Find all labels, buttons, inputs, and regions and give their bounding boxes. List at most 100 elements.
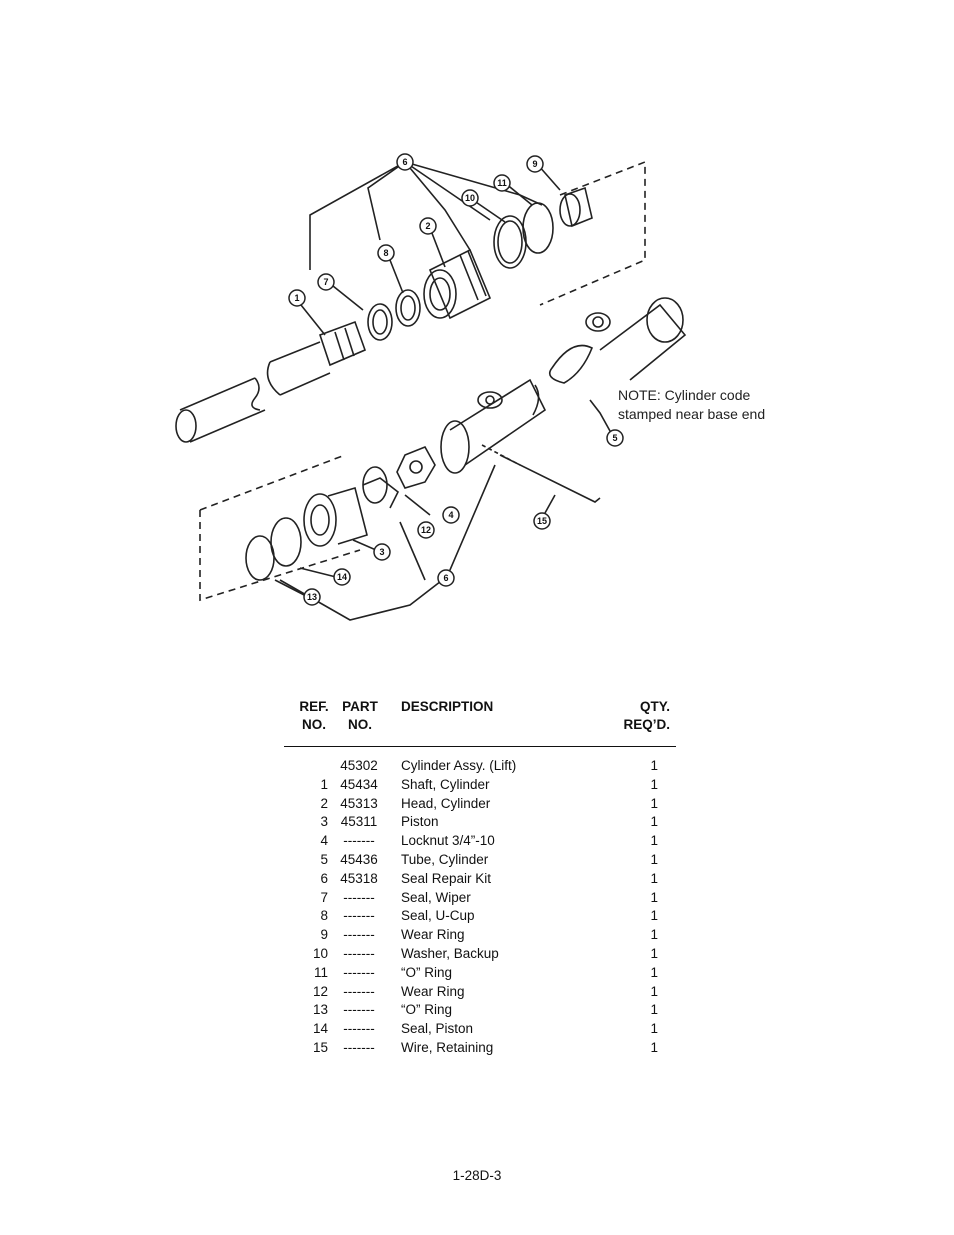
ref-cell: 6	[320, 870, 328, 886]
description-cell: Seal Repair Kit	[401, 870, 492, 886]
table-row: 12 ------- Wear Ring 1	[284, 983, 676, 1002]
callout-7: 7	[323, 277, 328, 287]
table-row: 4 ------- Locknut 3/4”-10 1	[284, 832, 676, 851]
qty-cell: 1	[650, 1039, 658, 1055]
qty-cell: 1	[650, 833, 658, 849]
ref-cell: 12	[312, 983, 328, 999]
callout-5: 5	[612, 433, 617, 443]
ref-cell: 9	[320, 927, 328, 943]
description-cell: Head, Cylinder	[401, 795, 491, 811]
header-qty-reqd: QTY.REQ’D.	[623, 699, 670, 732]
ref-cell: 10	[312, 945, 328, 961]
part-no-cell: 45434	[340, 776, 378, 792]
note-line-2: stamped near base end	[618, 406, 765, 422]
qty-cell: 1	[650, 945, 658, 961]
callout-11: 11	[497, 178, 507, 188]
callout-13: 13	[307, 592, 317, 602]
part-no-cell: -------	[343, 983, 375, 999]
callout-15: 15	[537, 516, 547, 526]
part-no-cell: -------	[343, 927, 375, 943]
description-cell: “O” Ring	[401, 1002, 453, 1018]
part-no-cell: -------	[343, 1039, 375, 1055]
table-row: 3 45311 Piston 1	[284, 813, 676, 832]
description-cell: Wear Ring	[401, 983, 465, 999]
part-no-cell: 45313	[340, 795, 378, 811]
qty-cell: 1	[650, 851, 658, 867]
part-no-cell: -------	[343, 833, 375, 849]
qty-cell: 1	[650, 795, 658, 811]
table-row: 6 45318 Seal Repair Kit 1	[284, 870, 676, 889]
ref-cell: 5	[320, 851, 328, 867]
callout-10: 10	[465, 193, 475, 203]
callout-labels: 1 2 3 4 5 6 7 8 9 10 11 12 13 14 15 6	[294, 157, 617, 602]
ref-cell: 4	[320, 833, 328, 849]
part-no-cell: 45311	[340, 814, 378, 830]
description-cell: Locknut 3/4”-10	[401, 833, 495, 849]
description-cell: Wire, Retaining	[401, 1039, 494, 1055]
note-line-1: NOTE: Cylinder code	[618, 387, 750, 403]
part-no-cell: -------	[343, 945, 375, 961]
ref-cell: 8	[320, 908, 328, 924]
ref-cell: 15	[312, 1039, 328, 1055]
callout-14: 14	[337, 572, 347, 582]
table-row: 5 45436 Tube, Cylinder 1	[284, 851, 676, 870]
description-cell: Seal, Piston	[401, 1021, 474, 1037]
table-row: 13 ------- “O” Ring 1	[284, 1001, 676, 1020]
description-cell: Seal, U-Cup	[401, 908, 475, 924]
callout-8: 8	[383, 248, 388, 258]
qty-cell: 1	[650, 776, 658, 792]
callout-9: 9	[532, 159, 537, 169]
description-cell: Washer, Backup	[401, 945, 499, 961]
part-no-cell: -------	[343, 908, 375, 924]
ref-cell: 3	[320, 814, 328, 830]
callout-6-top: 6	[402, 157, 407, 167]
cylinder-exploded-drawing: 1 2 3 4 5 6 7 8 9 10 11 12 13 14 15 6 NO…	[175, 153, 765, 621]
ref-cell: 7	[320, 889, 328, 905]
callout-12: 12	[421, 525, 431, 535]
qty-cell: 1	[650, 870, 658, 886]
part-no-cell: -------	[343, 1021, 375, 1037]
callout-3: 3	[379, 547, 384, 557]
part-no-cell: 45436	[340, 851, 378, 867]
qty-cell: 1	[650, 1021, 658, 1037]
qty-cell: 1	[650, 983, 658, 999]
description-cell: Shaft, Cylinder	[401, 776, 490, 792]
exploded-view-diagram: 1 2 3 4 5 6 7 8 9 10 11 12 13 14 15 6 NO…	[160, 110, 800, 640]
table-row: 7 ------- Seal, Wiper 1	[284, 889, 676, 908]
description-cell: Wear Ring	[401, 927, 465, 943]
description-cell: Piston	[401, 814, 439, 830]
header-description: DESCRIPTION	[401, 699, 494, 714]
ref-cell: 11	[313, 964, 328, 980]
table-row: 45302 Cylinder Assy. (Lift) 1	[284, 757, 676, 776]
description-cell: Tube, Cylinder	[401, 851, 489, 867]
part-no-cell: 45302	[340, 758, 378, 773]
callout-6-bottom: 6	[443, 573, 448, 583]
ref-cell: 14	[312, 1021, 328, 1037]
qty-cell: 1	[650, 889, 658, 905]
part-no-cell: -------	[343, 1002, 375, 1018]
header-ref-no: REF.NO.	[299, 699, 329, 732]
qty-cell: 1	[650, 908, 658, 924]
qty-cell: 1	[650, 758, 658, 773]
description-cell: Seal, Wiper	[401, 889, 471, 905]
description-cell: “O” Ring	[401, 964, 453, 980]
table-row: 14 ------- Seal, Piston 1	[284, 1020, 676, 1039]
table-row: 10 ------- Washer, Backup 1	[284, 945, 676, 964]
callout-1: 1	[294, 293, 299, 303]
qty-cell: 1	[650, 1002, 658, 1018]
qty-cell: 1	[650, 814, 658, 830]
part-no-cell: -------	[343, 889, 375, 905]
table-row: 15 ------- Wire, Retaining 1	[284, 1039, 676, 1058]
description-cell: Cylinder Assy. (Lift)	[401, 758, 517, 773]
ref-cell: 13	[312, 1002, 328, 1018]
qty-cell: 1	[650, 964, 658, 980]
part-no-cell: 45318	[340, 870, 378, 886]
